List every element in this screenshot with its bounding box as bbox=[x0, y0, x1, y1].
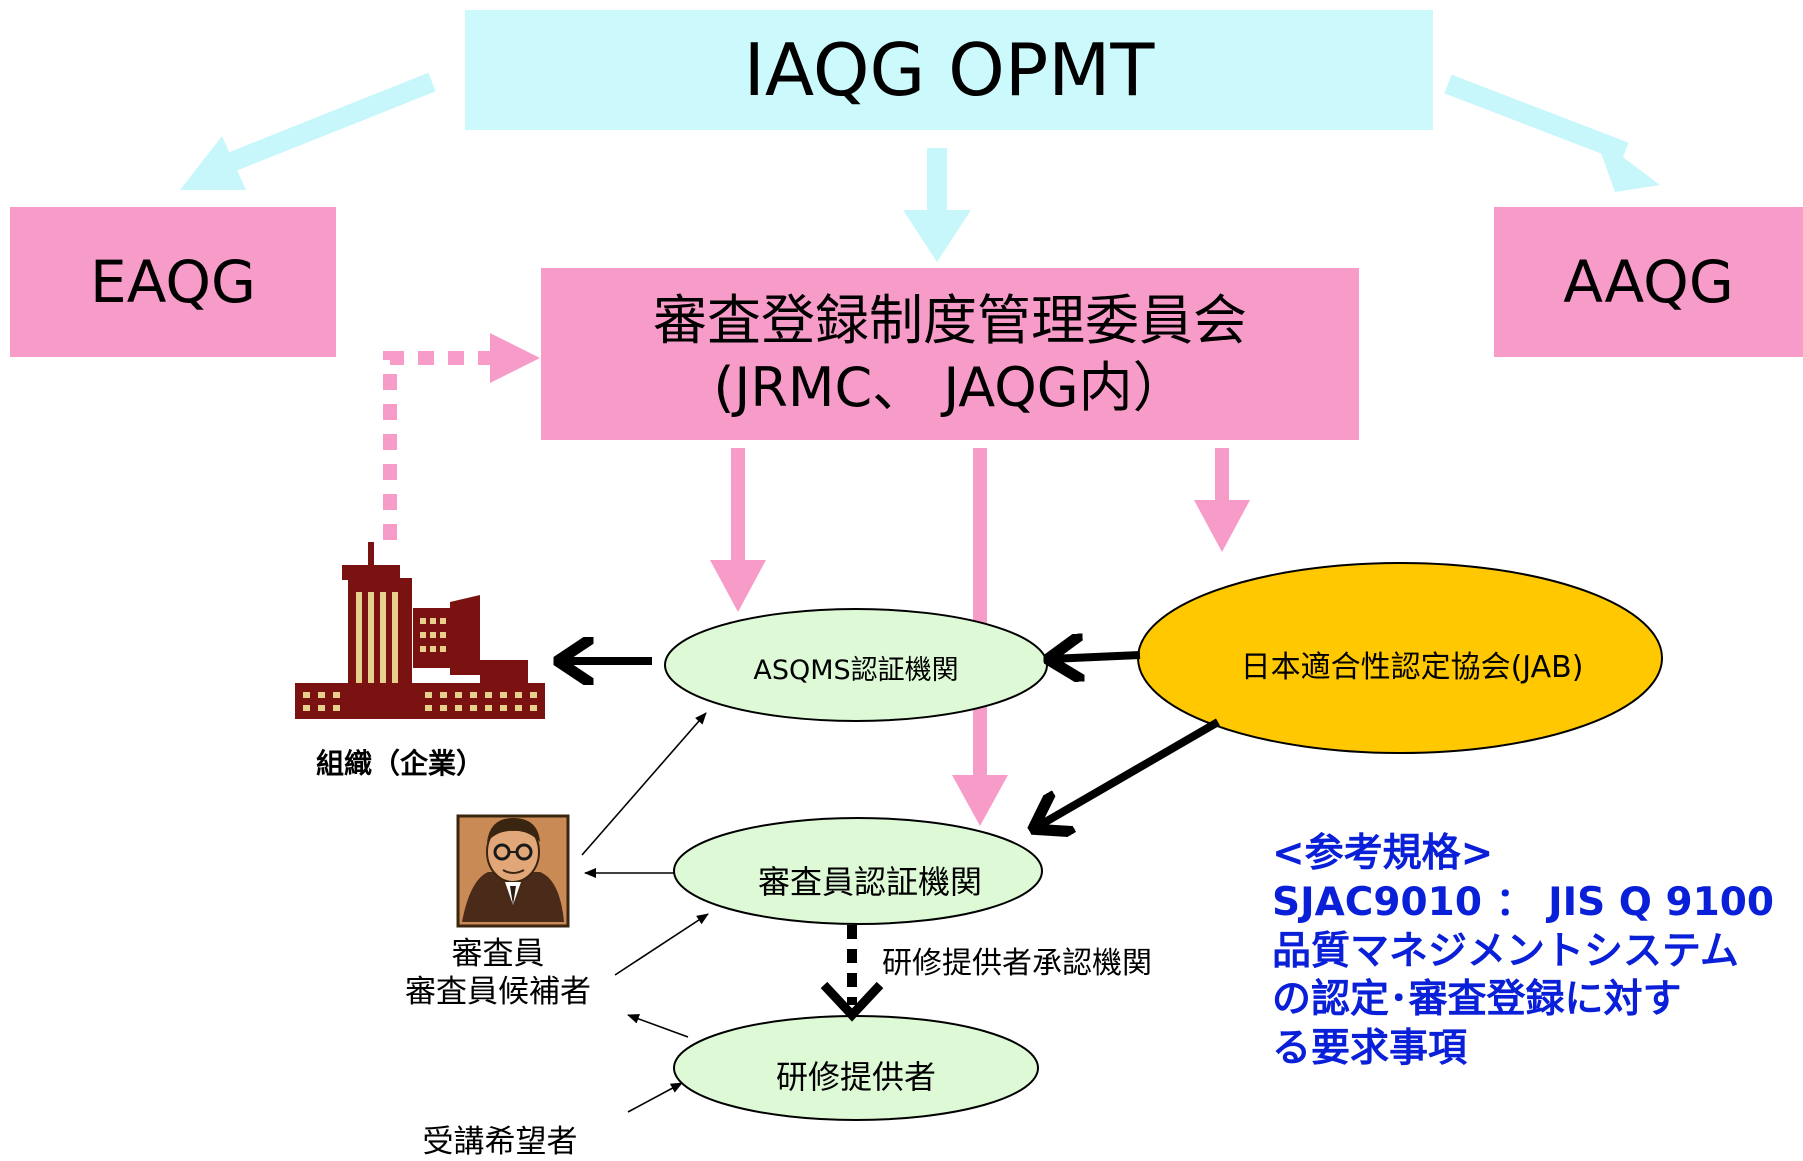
organization-label: 組織（企業） bbox=[315, 747, 484, 780]
auditor-portrait-icon bbox=[456, 814, 570, 928]
jrmc-committee-box[interactable]: 審査登録制度管理委員会 (JRMC、 JAQG内） bbox=[541, 268, 1359, 440]
reference-line3: 品質マネジメントシステム bbox=[1272, 928, 1739, 974]
arrow-jab-to-asqms bbox=[1050, 655, 1141, 659]
auditor-label-line1: 審査員 bbox=[451, 936, 545, 972]
cyan-arrows bbox=[180, 72, 1660, 262]
eaqg-title: EAQG bbox=[90, 248, 256, 316]
arrow-applicant-to-training bbox=[627, 1082, 683, 1113]
auditor-label: 審査員 審査員候補者 bbox=[378, 936, 618, 1012]
arrow-to-eaqg bbox=[220, 72, 436, 175]
training-provider-label: 研修提供者 bbox=[775, 1058, 936, 1096]
dotted-arrow-head bbox=[820, 981, 884, 1022]
arrow-head-to-center bbox=[903, 210, 971, 262]
auditor-label-line2: 審査員候補者 bbox=[405, 973, 591, 1010]
jrmc-title-line2: (JRMC、 JAQG内） bbox=[713, 356, 1187, 419]
jab-label: 日本適合性認定協会(JAB) bbox=[1240, 650, 1584, 685]
black-arrows bbox=[560, 655, 1221, 1022]
eaqg-box[interactable]: EAQG bbox=[10, 207, 336, 357]
arrow-jab-to-auditor-cert bbox=[1035, 718, 1221, 828]
training-approval-label: 研修提供者承認機関 bbox=[882, 946, 1152, 981]
pink-arrows bbox=[710, 448, 1250, 826]
jrmc-title-line1: 審査登録制度管理委員会 bbox=[653, 288, 1247, 352]
arrow-training-to-candidate bbox=[627, 1014, 689, 1038]
arrow-auditor-to-asqms bbox=[581, 712, 707, 856]
arrow-head-to-eaqg bbox=[180, 136, 246, 190]
reference-line5: る要求事項 bbox=[1272, 1026, 1468, 1071]
thin-arrows bbox=[581, 712, 709, 1113]
iaqg-opmt-title: IAQG OPMT bbox=[743, 28, 1155, 112]
arrow-to-aaqg bbox=[1444, 74, 1629, 162]
ellipse-auditor-cert[interactable] bbox=[673, 817, 1043, 925]
reference-line2: SJAC9010 ： JIS Q 9100 bbox=[1272, 879, 1775, 925]
applicant-label: 受講希望者 bbox=[422, 1124, 578, 1160]
reference-standards: <参考規格> SJAC9010 ： JIS Q 9100 品質マネジメントシステ… bbox=[1272, 830, 1797, 1074]
dotted-arrow-org-to-committee bbox=[383, 333, 540, 540]
reference-line4: の認定･審査登録に対す bbox=[1272, 977, 1682, 1023]
building-icon bbox=[295, 542, 545, 719]
arrow-candidate-to-auditor-cert bbox=[614, 913, 709, 976]
auditor-cert-label: 審査員認証機関 bbox=[757, 863, 982, 901]
aaqg-box[interactable]: AAQG bbox=[1494, 207, 1803, 357]
aaqg-title: AAQG bbox=[1563, 248, 1734, 316]
reference-line1: <参考規格> bbox=[1272, 831, 1494, 876]
asqms-label: ASQMS認証機関 bbox=[753, 655, 959, 686]
arrow-head-to-aaqg bbox=[1595, 136, 1660, 192]
iaqg-opmt-box[interactable]: IAQG OPMT bbox=[465, 10, 1433, 130]
